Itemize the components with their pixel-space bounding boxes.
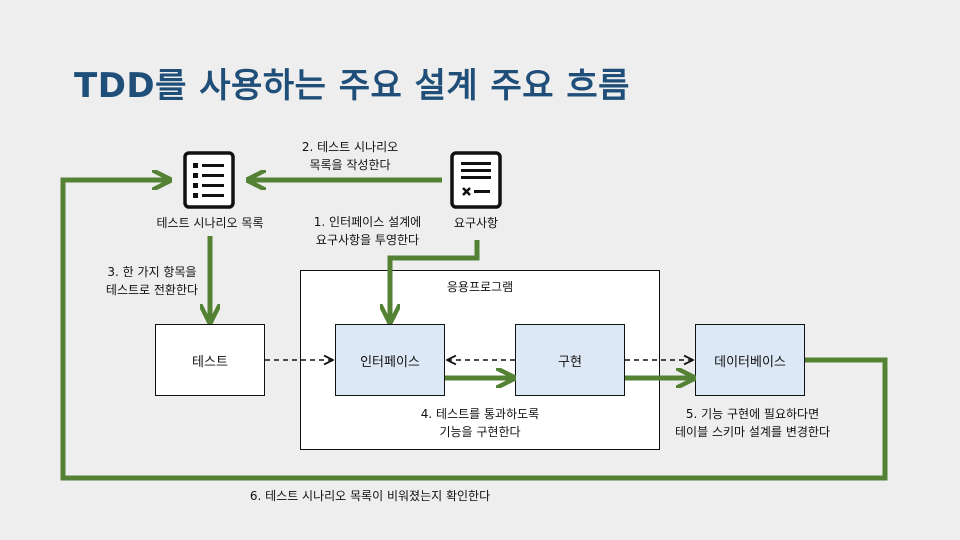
step3-line2: 테스트로 전환한다 <box>105 283 199 297</box>
application-label: 응용프로그램 <box>446 280 514 294</box>
step3-line1: 3. 한 가지 항목을 <box>107 265 197 279</box>
step1-line1: 1. 인터페이스 설계에 <box>313 215 422 229</box>
requirements-label: 요구사항 <box>453 216 499 230</box>
step1-text: 1. 인터페이스 설계에 요구사항을 투영한다 <box>295 213 440 249</box>
interface-box: 인터페이스 <box>335 324 445 396</box>
step4-line1: 4. 테스트를 통과하도록 <box>420 407 540 421</box>
page-title: TDD를 사용하는 주요 설계 주요 흐름 <box>74 66 630 106</box>
interface-label: 인터페이스 <box>360 354 420 370</box>
arrow-step1 <box>390 240 480 320</box>
step2-line1: 2. 테스트 시나리오 <box>301 140 399 154</box>
implementation-label: 구현 <box>558 354 582 370</box>
step6-text: 6. 테스트 시나리오 목록이 비워졌는지 확인한다 <box>249 489 491 503</box>
document-icon <box>450 151 502 209</box>
step2-text: 2. 테스트 시나리오 목록을 작성한다 <box>290 138 410 174</box>
step5-line2: 테이블 스키마 설계를 변경한다 <box>675 425 830 439</box>
step4-text: 4. 테스트를 통과하도록 기능을 구현한다 <box>400 405 560 441</box>
step5-line1: 5. 기능 구현에 필요하다면 <box>685 407 820 421</box>
step5-text: 5. 기능 구현에 필요하다면 테이블 스키마 설계를 변경한다 <box>660 405 845 441</box>
step1-line2: 요구사항을 투영한다 <box>315 233 420 247</box>
arrow-step6 <box>60 180 888 481</box>
checklist-icon <box>183 151 235 209</box>
scenario-list-label: 테스트 시나리오 목록 <box>156 216 264 230</box>
test-box: 테스트 <box>155 324 265 396</box>
step2-line2: 목록을 작성한다 <box>309 158 391 172</box>
test-label: 테스트 <box>192 354 228 370</box>
database-box: 데이터베이스 <box>695 324 805 396</box>
step4-line2: 기능을 구현한다 <box>439 425 521 439</box>
implementation-box: 구현 <box>515 324 625 396</box>
step3-text: 3. 한 가지 항목을 테스트로 전환한다 <box>92 263 212 299</box>
database-label: 데이터베이스 <box>714 354 786 370</box>
